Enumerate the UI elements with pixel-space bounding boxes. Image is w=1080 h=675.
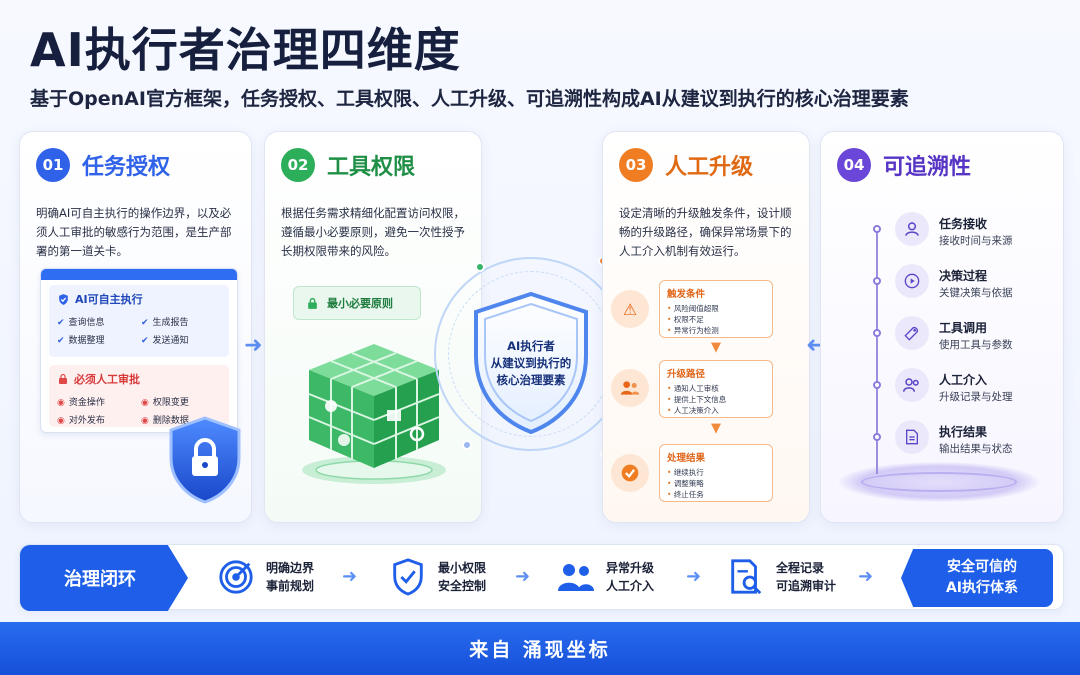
flow-step-path: 升级路径 通知人工审核 提供上下文信息 人工决策介入 <box>659 360 773 418</box>
authorization-window: AI可自主执行 ✔查询信息 ✔生成报告 ✔数据整理 ✔发送通知 必须人工审批 ◉… <box>40 268 238 433</box>
lock-icon <box>59 373 67 384</box>
auto-execute-panel: AI可自主执行 ✔查询信息 ✔生成报告 ✔数据整理 ✔发送通知 <box>49 285 229 357</box>
timeline-dot <box>873 381 881 389</box>
check-icon: ✔ <box>57 318 65 328</box>
shield-check-icon <box>59 293 68 305</box>
card-task-authorization: 01 任务授权 明确AI可自主执行的操作边界，以及必须人工审批的敏感行为范围，是… <box>19 131 252 523</box>
loop-tag: 治理闭环 <box>20 545 188 611</box>
card-number-badge: 03 <box>619 148 653 182</box>
auto-item: ✔数据整理 <box>57 336 105 346</box>
loop-step: 异常升级人工介入 <box>556 557 654 597</box>
center-shield-icon <box>474 291 588 435</box>
flow-step-result: 处理结果 继续执行 调整策略 终止任务 <box>659 444 773 502</box>
card-title: 人工升级 <box>665 155 754 180</box>
shield-lock-icon <box>169 416 241 504</box>
arrow-right-icon: ➜ <box>858 566 874 587</box>
check-circle-icon <box>611 454 649 492</box>
timeline-title: 任务接收 <box>939 217 988 231</box>
timeline-subtitle: 输出结果与状态 <box>939 443 1013 455</box>
card-traceability: 04 可追溯性 任务接收 接收时间与来源 决策过程 关键决策与依据 工具调用 使… <box>820 131 1064 523</box>
timeline-subtitle: 关键决策与依据 <box>939 287 1013 299</box>
timeline-title: 工具调用 <box>939 321 988 335</box>
manual-panel-title: 必须人工审批 <box>74 373 140 386</box>
manual-item: ◉资金操作 <box>57 398 105 408</box>
arrow-right-icon: ➜ <box>244 333 263 358</box>
check-icon: ✔ <box>141 336 149 346</box>
card-description: 设定清晰的升级触发条件，设计顺畅的升级路径，确保异常场景下的人工介入机制有效运行… <box>619 206 792 258</box>
circle-icon: ◉ <box>57 398 65 408</box>
loop-result: 安全可信的 AI执行体系 <box>901 549 1053 607</box>
manual-approval-panel: 必须人工审批 ◉资金操作 ◉权限变更 ◉对外发布 ◉删除数据 <box>49 365 229 427</box>
card-description: 明确AI可自主执行的操作边界，以及必须人工审批的敏感行为范围，是生产部署的第一道… <box>36 206 232 258</box>
card-tool-permissions: 02 工具权限 根据任务需求精细化配置访问权限，遵循最小必要原则，避免一次性授予… <box>264 131 482 523</box>
permission-cube-icon <box>302 344 446 484</box>
page-subtitle: 基于OpenAI官方框架，任务授权、工具权限、人工升级、可追溯性构成AI从建议到… <box>30 88 909 110</box>
footer-source: 来自 涌现坐标 <box>0 622 1080 675</box>
center-label: AI执行者 从建议到执行的 核心治理要素 <box>490 339 572 387</box>
circle-icon: ◉ <box>57 416 65 426</box>
timeline-dot <box>873 277 881 285</box>
auto-item: ✔查询信息 <box>57 318 105 328</box>
search-document-icon <box>726 557 766 597</box>
circle-icon: ◉ <box>141 416 149 426</box>
check-icon: ✔ <box>57 336 65 346</box>
arrow-down-icon: ▼ <box>711 421 721 436</box>
flow-step-trigger: 触发条件 风险阈值超限 权限不足 异常行为检测 <box>659 280 773 338</box>
card-human-escalation: 03 人工升级 设定清晰的升级触发条件，设计顺畅的升级路径，确保异常场景下的人工… <box>602 131 810 523</box>
timeline-subtitle: 使用工具与参数 <box>939 339 1013 351</box>
shield-check-icon <box>388 557 428 597</box>
manual-item: ◉对外发布 <box>57 416 105 426</box>
lock-icon <box>308 297 317 309</box>
arrow-down-icon: ▼ <box>711 340 721 355</box>
window-titlebar <box>41 269 237 284</box>
timeline-title: 人工介入 <box>939 373 988 387</box>
users-icon <box>895 368 929 402</box>
wrench-icon <box>895 316 929 350</box>
arrow-right-icon: ➜ <box>686 566 702 587</box>
timeline-title: 执行结果 <box>939 425 988 439</box>
user-icon <box>895 212 929 246</box>
target-icon <box>216 557 256 597</box>
card-description: 根据任务需求精细化配置访问权限，遵循最小必要原则，避免一次性授予长期权限带来的风… <box>281 206 465 258</box>
loop-step: 最小权限安全控制 <box>388 557 486 597</box>
people-icon <box>556 557 596 597</box>
people-icon <box>611 369 649 407</box>
card-title: 可追溯性 <box>883 155 972 180</box>
card-title: 工具权限 <box>327 155 416 180</box>
loop-step: 全程记录可追溯审计 <box>726 557 836 597</box>
card-number-badge: 04 <box>837 148 871 182</box>
warning-icon: ⚠ <box>611 290 649 328</box>
arrow-right-icon: ➜ <box>342 566 358 587</box>
principle-badge: 最小必要原则 <box>293 286 421 320</box>
manual-item: ◉权限变更 <box>141 398 189 408</box>
card-title: 任务授权 <box>82 155 171 180</box>
auto-item: ✔生成报告 <box>141 318 189 328</box>
timeline-subtitle: 接收时间与来源 <box>939 235 1013 247</box>
timeline-dot <box>873 329 881 337</box>
document-icon <box>895 420 929 454</box>
play-icon <box>895 264 929 298</box>
governance-loop-bar: 治理闭环 明确边界事前规划 ➜ 最小权限安全控制 ➜ 异常升级人工介入 ➜ 全程… <box>19 544 1064 611</box>
card-number-badge: 01 <box>36 148 70 182</box>
timeline-line <box>876 227 878 474</box>
orbit-dot <box>462 440 472 450</box>
timeline-subtitle: 升级记录与处理 <box>939 391 1013 403</box>
orbit-dot <box>475 262 485 272</box>
timeline-platform-ring <box>861 472 1017 492</box>
auto-panel-title: AI可自主执行 <box>75 293 143 306</box>
page-title: AI执行者治理四维度 <box>30 23 461 77</box>
arrow-right-icon: ➜ <box>515 566 531 587</box>
circle-icon: ◉ <box>141 398 149 408</box>
timeline-dot <box>873 433 881 441</box>
timeline-title: 决策过程 <box>939 269 988 283</box>
manual-item: ◉删除数据 <box>141 416 189 426</box>
check-icon: ✔ <box>141 318 149 328</box>
card-number-badge: 02 <box>281 148 315 182</box>
loop-step: 明确边界事前规划 <box>216 557 314 597</box>
timeline-dot <box>873 225 881 233</box>
auto-item: ✔发送通知 <box>141 336 189 346</box>
